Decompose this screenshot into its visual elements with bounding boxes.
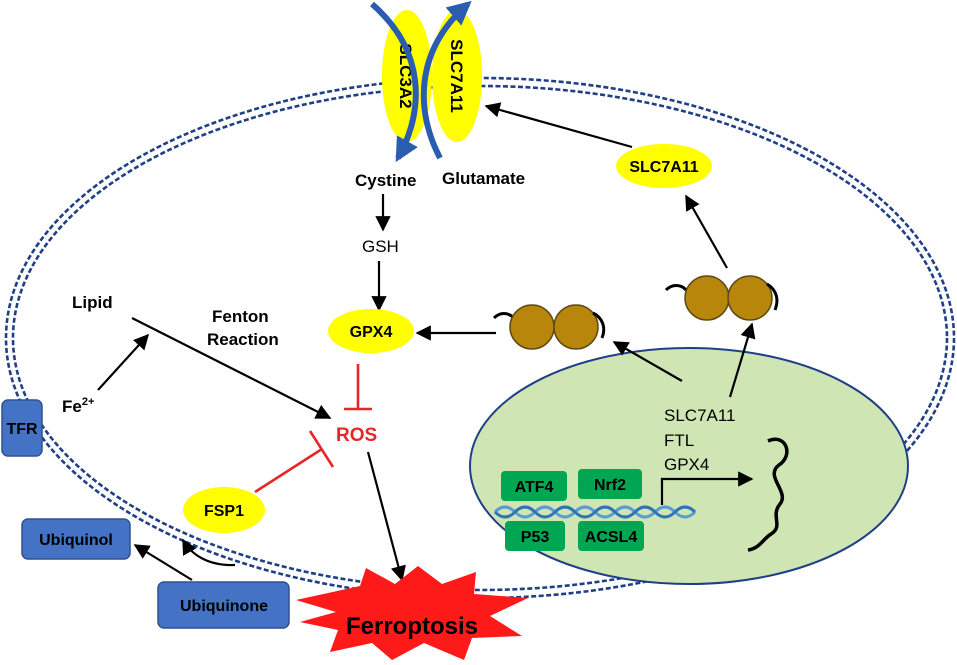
lipid-to-ros-arrow bbox=[131, 317, 332, 419]
fe-charge: 2+ bbox=[82, 396, 95, 408]
gene-gpx4-label: GPX4 bbox=[664, 455, 709, 474]
nucleus-to-ribosome-left-arrow bbox=[612, 341, 683, 382]
nrf2-label: Nrf2 bbox=[594, 477, 626, 494]
fsp1-inhibits-ros bbox=[254, 430, 335, 494]
ubiquinol-label: Ubiquinol bbox=[39, 532, 113, 549]
slc7a11-to-membrane-arrow bbox=[484, 102, 633, 149]
mrna-strand bbox=[747, 437, 789, 552]
gene-ftl-label: FTL bbox=[664, 431, 694, 450]
fenton-label-line2: Reaction bbox=[207, 330, 279, 349]
atf4-box bbox=[501, 471, 567, 501]
cystine-import-arrow bbox=[370, 1, 419, 163]
p53-box bbox=[505, 521, 565, 551]
ribosome-to-slc7a11-arrow bbox=[685, 194, 728, 269]
ribosome-left bbox=[492, 304, 606, 350]
ros-to-ferroptosis-arrow bbox=[366, 451, 406, 582]
gpx4-inhibits-ros bbox=[344, 364, 372, 411]
tfr-label: TFR bbox=[6, 421, 38, 438]
gpx4-label: GPX4 bbox=[350, 324, 393, 341]
ferroptosis-label: Ferroptosis bbox=[346, 613, 478, 640]
slc7a11-transporter: SLC7A11 bbox=[432, 10, 482, 142]
ubiquinone-box bbox=[157, 581, 290, 629]
fenton-label-line1: Fenton bbox=[212, 307, 269, 326]
ribosome-right bbox=[664, 275, 779, 321]
acsl4-label: ACSL4 bbox=[585, 529, 638, 546]
gpx4-node bbox=[328, 309, 414, 353]
ubiquinol-box bbox=[21, 518, 131, 560]
lipid-label: Lipid bbox=[72, 293, 113, 312]
slc7a11-cyto-node bbox=[616, 144, 712, 188]
fe-to-lipid-arrow bbox=[97, 333, 150, 391]
gene-slc7a11-label: SLC7A11 bbox=[664, 406, 736, 425]
ubiquinone-to-ubiquinol-arrow bbox=[133, 544, 193, 581]
nucleus-to-ribosome-right-arrow bbox=[728, 322, 756, 398]
atf4-label: ATF4 bbox=[515, 479, 554, 496]
p53-label: P53 bbox=[521, 529, 550, 546]
acsl4-box bbox=[578, 521, 644, 551]
ubiquinone-label: Ubiquinone bbox=[180, 598, 268, 615]
cystine-label: Cystine bbox=[355, 171, 416, 190]
gsh-label: GSH bbox=[362, 237, 399, 256]
fsp1-reduction-curve bbox=[182, 538, 236, 567]
ros-label: ROS bbox=[336, 425, 377, 446]
fe-label: Fe2+ bbox=[62, 396, 94, 416]
glutamate-label: Glutamate bbox=[442, 169, 525, 188]
slc7a11-membrane-label: SLC7A11 bbox=[447, 39, 466, 113]
ferroptosis-burst bbox=[296, 566, 528, 660]
transcription-arrow bbox=[660, 471, 754, 505]
nrf2-box bbox=[578, 469, 642, 499]
fsp1-node bbox=[183, 487, 265, 533]
glutamate-export-arrow bbox=[420, 0, 472, 160]
dna-helix bbox=[493, 505, 697, 519]
slc7a11-cyto-label: SLC7A11 bbox=[629, 159, 698, 176]
fsp1-label: FSP1 bbox=[204, 503, 244, 520]
tfr-box bbox=[1, 399, 43, 457]
